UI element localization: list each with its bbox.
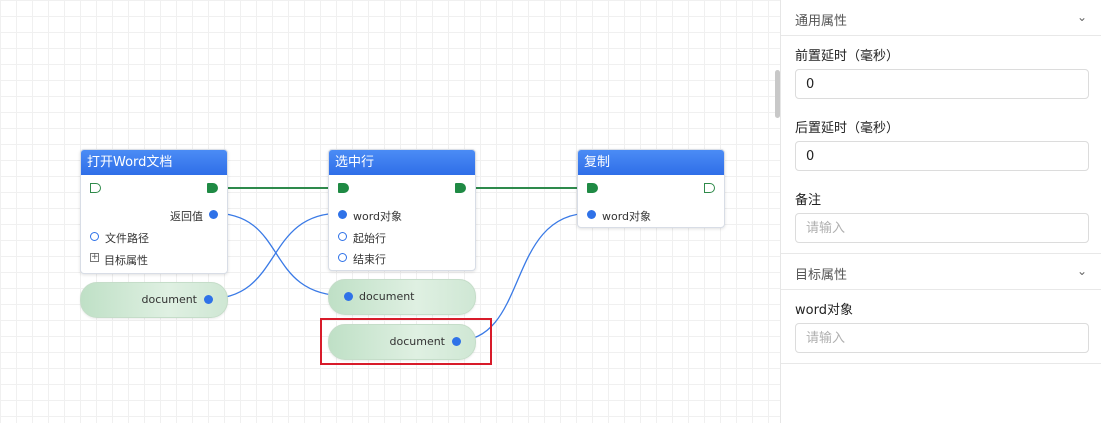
- note-label: 备注: [795, 193, 822, 208]
- post-delay-label: 后置延时（毫秒）: [795, 121, 900, 136]
- word-object-label: word对象: [795, 303, 853, 318]
- output-port-dot-icon[interactable]: [209, 210, 218, 219]
- output-port-return-value: 返回值: [81, 206, 227, 224]
- divider: [781, 289, 1101, 290]
- note-input[interactable]: [795, 213, 1089, 243]
- flow-out-port-icon[interactable]: [455, 183, 466, 193]
- port-label: 起始行: [353, 232, 386, 245]
- canvas-scrollbar[interactable]: [775, 70, 780, 118]
- input-port-end-row: 结束行: [329, 249, 475, 267]
- data-wire-return-to-pill: [211, 212, 348, 297]
- node-open-word-document[interactable]: 打开Word文档 返回值 文件路径 + 目标属性: [80, 149, 228, 274]
- divider: [781, 363, 1101, 364]
- output-port-dot-icon[interactable]: [452, 337, 461, 346]
- input-port-dot-icon[interactable]: [587, 210, 596, 219]
- input-port-word-object: word对象: [329, 206, 475, 224]
- selection-highlight: [320, 318, 492, 365]
- flow-port-row: [578, 180, 724, 198]
- variable-pill-document[interactable]: document: [328, 279, 476, 315]
- output-port-dot-icon[interactable]: [204, 295, 213, 304]
- pre-delay-input[interactable]: [795, 69, 1089, 99]
- node-copy[interactable]: 复制 word对象: [577, 149, 725, 228]
- pill-label: document: [141, 293, 198, 306]
- flow-out-port-icon[interactable]: [207, 183, 218, 193]
- divider: [781, 35, 1101, 36]
- node-title: 选中行: [329, 150, 475, 175]
- input-port-dot-icon[interactable]: [338, 253, 347, 262]
- input-port-word-object: word对象: [578, 206, 724, 224]
- expand-plus-icon[interactable]: +: [90, 252, 99, 262]
- input-port-dot-icon[interactable]: [338, 232, 347, 241]
- input-port-dot-icon[interactable]: [338, 210, 347, 219]
- chevron-down-icon[interactable]: ⌄: [1076, 264, 1087, 278]
- port-label: word对象: [602, 210, 652, 223]
- flow-port-row: [329, 180, 475, 198]
- flow-canvas[interactable]: 打开Word文档 返回值 文件路径 + 目标属性 选中行 word对象: [0, 0, 780, 423]
- pill-label: document: [389, 335, 446, 348]
- node-title: 打开Word文档: [81, 150, 227, 175]
- input-port-dot-icon[interactable]: [344, 292, 353, 301]
- flow-out-port-icon[interactable]: [704, 183, 715, 193]
- chevron-down-icon[interactable]: ⌄: [1076, 10, 1087, 24]
- word-object-input[interactable]: [795, 323, 1089, 353]
- flow-in-port-icon[interactable]: [90, 183, 101, 193]
- section-title: 通用属性: [795, 14, 848, 29]
- target-properties-header[interactable]: 目标属性 ⌄: [795, 264, 1087, 284]
- pill-label: document: [359, 290, 415, 303]
- target-properties-expander[interactable]: + 目标属性: [81, 250, 227, 268]
- flow-port-row: [81, 180, 227, 198]
- pre-delay-label: 前置延时（毫秒）: [795, 49, 900, 64]
- flow-in-port-icon[interactable]: [587, 183, 598, 193]
- general-properties-header[interactable]: 通用属性 ⌄: [795, 10, 1087, 30]
- post-delay-input[interactable]: [795, 141, 1089, 171]
- variable-pill-document[interactable]: document: [80, 282, 228, 318]
- section-title: 目标属性: [795, 268, 848, 283]
- node-select-rows[interactable]: 选中行 word对象 起始行 结束行: [328, 149, 476, 271]
- port-label: 文件路径: [105, 232, 149, 245]
- expander-label: 目标属性: [104, 254, 148, 267]
- flow-in-port-icon[interactable]: [338, 183, 349, 193]
- port-label: 结束行: [353, 253, 386, 266]
- port-label: 返回值: [170, 210, 203, 223]
- input-port-dot-icon[interactable]: [90, 232, 99, 241]
- properties-panel: 通用属性 ⌄ 前置延时（毫秒） 后置延时（毫秒） 备注 目标属性 ⌄ word对…: [780, 0, 1101, 423]
- divider: [781, 253, 1101, 254]
- input-port-start-row: 起始行: [329, 228, 475, 246]
- node-title: 复制: [578, 150, 724, 175]
- variable-pill-document-selected[interactable]: document: [328, 324, 476, 360]
- input-port-file-path: 文件路径: [81, 228, 227, 246]
- port-label: word对象: [353, 210, 403, 223]
